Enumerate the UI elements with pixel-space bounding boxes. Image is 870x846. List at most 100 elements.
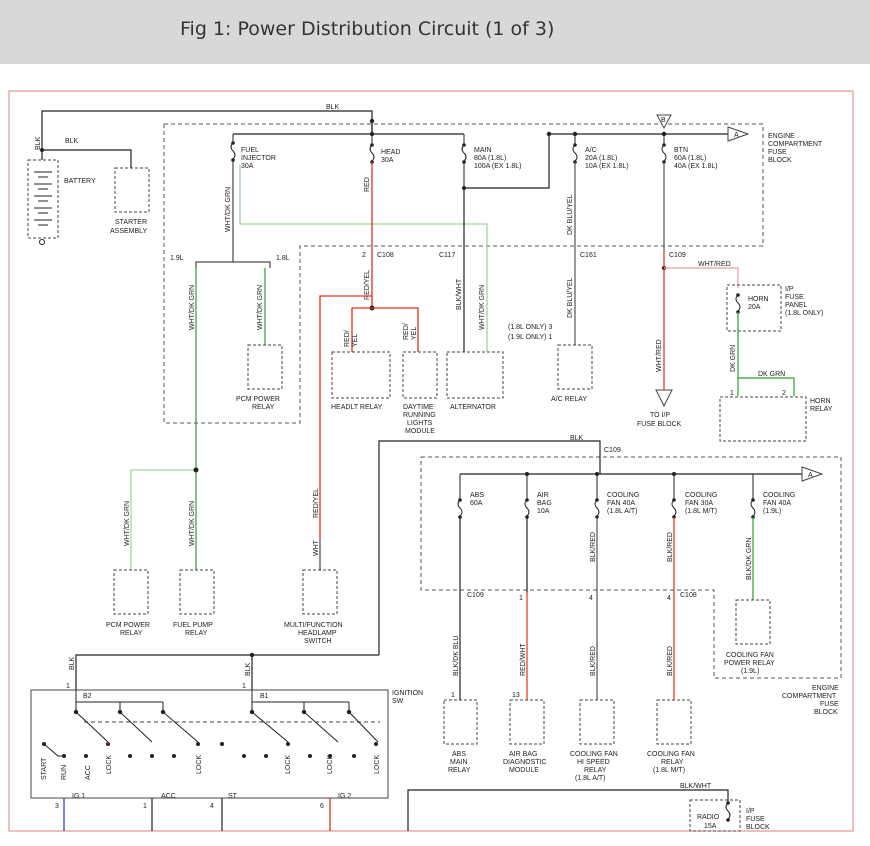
ign-terminals: [42, 742, 378, 758]
wire-red-yel-drl: [372, 307, 419, 352]
battery-label: BATTERY: [64, 178, 96, 185]
cf-power-relay-label-1: COOLING FAN: [726, 652, 774, 659]
figure-title: Fig 1: Power Distribution Circuit (1 of …: [180, 18, 555, 40]
splice-dot: [40, 148, 44, 152]
dk-grn-label-2: DK GRN: [758, 371, 785, 378]
fuse-cooling-19: [750, 474, 756, 519]
horn-fuse-label-1: HORN: [748, 296, 769, 303]
red-yel-split-2b: YEL: [411, 327, 418, 340]
cooling-19-label-2: FAN 40A: [763, 500, 791, 507]
st-label: ST: [228, 793, 238, 800]
wht-label-mfs: WHT: [313, 539, 320, 556]
cf-hi-relay-label-4: (1.8L A/T): [575, 775, 605, 782]
connector-a-lower-label: A: [808, 472, 813, 479]
ip-fuse-block-label-1: I/P: [746, 808, 755, 815]
sw-acc: ACC: [85, 765, 92, 780]
cf-power-relay-label-2: POWER RELAY: [724, 660, 775, 667]
wire-blk-lower-feed: [378, 440, 601, 655]
drl-box: [402, 351, 438, 399]
mfs-label-2: HEADLAMP: [298, 630, 337, 637]
pcm-relay-lower-label-1: PCM POWER: [106, 622, 150, 629]
figure-header: Fig 1: Power Distribution Circuit (1 of …: [0, 0, 870, 64]
connector-b-label: B: [661, 117, 666, 124]
sw-lock-5: LOCK: [374, 755, 381, 774]
wht-red-label-1: WHT/RED: [698, 261, 731, 268]
wire-blk-wht-radio: [407, 789, 729, 831]
b1-label: B1: [260, 693, 269, 700]
sw-start: START: [41, 757, 48, 780]
fuse-fuel-injector: [230, 134, 236, 162]
abs-label-2: 60A: [470, 500, 483, 507]
c109-label-top: C109: [669, 252, 686, 259]
pcm-relay-lower-label-2: RELAY: [120, 630, 143, 637]
pin-1-b2: 1: [66, 683, 70, 690]
drl-label-4: MODULE: [405, 428, 435, 435]
blk-top-label: BLK: [326, 104, 340, 111]
main-label-1: MAIN: [474, 147, 492, 154]
blk-dkgrn-label: BLK/DK GRN: [746, 538, 753, 580]
c108-label-lower: C108: [680, 592, 697, 599]
horn-pin-2: 2: [782, 390, 786, 397]
red-yel-label-1: RED/YEL: [364, 270, 371, 300]
abs-relay-label-1: ABS: [452, 751, 466, 758]
fuse-cooling-40: [594, 474, 600, 519]
blk-red-label-1: BLK/RED: [590, 532, 597, 562]
wire-red-yel-mfs: [319, 295, 372, 540]
battery-symbol: [27, 159, 59, 245]
ecf-lower-label-3: FUSE: [820, 701, 839, 708]
green-splice: [193, 467, 199, 473]
blk-ign-dot: [249, 652, 255, 658]
pcm-relay-lower-box: [113, 569, 149, 615]
ac-relay-box: [557, 344, 593, 390]
ip-fuse-block-label-3: BLOCK: [746, 824, 770, 831]
horn-pin-1: 1: [730, 390, 734, 397]
bus-dot-3: [546, 131, 552, 137]
l19only-label: (1.9L ONLY) 1: [508, 334, 552, 341]
lower-bus-dot-2: [595, 472, 599, 476]
cooling-40-label-3: (1.8L A/T): [607, 508, 637, 515]
diagram-frame: [8, 90, 854, 832]
c109-label-mid: C109: [604, 447, 621, 454]
radio-label-1: RADIO: [697, 814, 720, 821]
ign-contacts-b2: [75, 711, 199, 743]
main-label-3: 100A (EX 1.8L): [474, 163, 521, 170]
ignition-label-2: SW: [392, 698, 404, 705]
ecf-lower-label-4: BLOCK: [814, 709, 838, 716]
air-bag-label-1: AIR: [537, 492, 549, 499]
connector-a-top-label: A: [734, 132, 739, 139]
to-ip-label-2: FUSE BLOCK: [637, 421, 682, 428]
mfs-label-1: MULTI/FUNCTION: [284, 622, 343, 629]
ecf-label-2: COMPARTMENT: [768, 141, 823, 148]
abs-label-1: ABS: [470, 492, 484, 499]
to-ip-label-1: TO I/P: [650, 412, 670, 419]
airbag-module-label-3: MODULE: [509, 767, 539, 774]
cf-power-relay-label-3: (1.9L): [741, 668, 759, 675]
wht-dkgrn-label-4: WHT/DK GRN: [479, 285, 486, 330]
horn-relay-label-1: HORN: [810, 398, 831, 405]
blk-label-lower: BLK: [570, 435, 584, 442]
fuel-injector-label-3: 30A: [241, 163, 254, 170]
dk-grn-label-1: DK GRN: [730, 345, 737, 372]
b2-label: B2: [83, 693, 92, 700]
ac-label-2: 20A (1.8L): [585, 155, 617, 162]
cf-relay-label-2: RELAY: [661, 759, 684, 766]
fuse-radio: [725, 801, 731, 822]
cooling-19-label-1: COOLING: [763, 492, 795, 499]
pin-4-cf30: 4: [667, 595, 671, 602]
blk-battery-label: BLK: [65, 138, 79, 145]
ecf-label-4: BLOCK: [768, 157, 792, 164]
c109-label-lower: C109: [467, 592, 484, 599]
headlt-relay-box: [331, 351, 391, 399]
blk-left-label: BLK: [35, 136, 42, 150]
pin-4-st: 4: [210, 803, 214, 810]
ac-relay-label: A/C RELAY: [551, 396, 587, 403]
headlt-relay-label: HEADLT RELAY: [331, 404, 383, 411]
abs-relay-box: [443, 699, 478, 745]
cooling-19-label-3: (1.9L): [763, 508, 781, 515]
red-label-head: RED: [364, 177, 371, 192]
sw-lock-2: LOCK: [196, 755, 203, 774]
lower-bus-dot-3: [672, 472, 676, 476]
abs-relay-label-3: RELAY: [448, 767, 471, 774]
fuse-cooling-30: [671, 474, 677, 519]
ip-panel-label-2: FUSE: [785, 294, 804, 301]
